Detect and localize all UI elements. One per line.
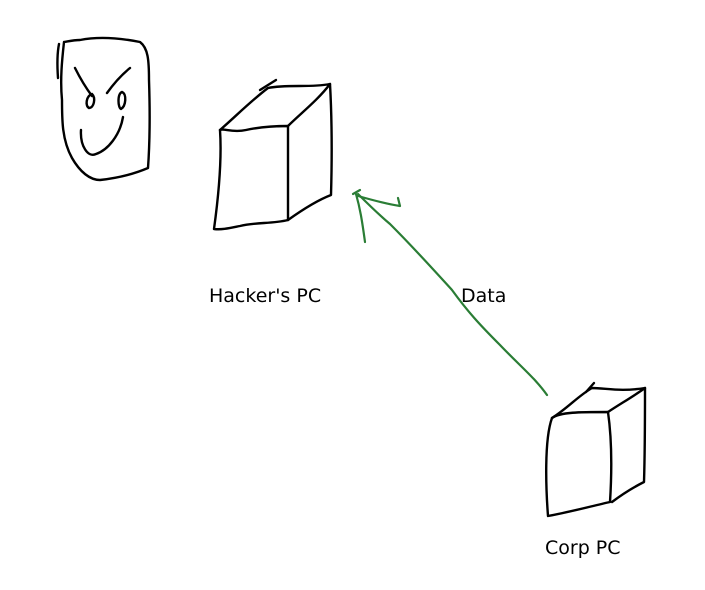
- data-label: Data: [461, 285, 507, 307]
- hacker-pc-icon: [212, 78, 333, 231]
- left-eye: [85, 92, 96, 110]
- face-outline: [59, 36, 151, 182]
- corp-pc-icon: [545, 381, 647, 518]
- data-arrow-head-left: [354, 192, 367, 244]
- face-outline-stroke: [56, 42, 61, 80]
- data-arrow-shaft: [356, 192, 549, 397]
- corp-pc-top: [550, 386, 647, 420]
- evil-face-icon: [56, 36, 151, 182]
- data-arrow-head-tip: [351, 188, 362, 196]
- mouth: [79, 115, 125, 156]
- data-arrow-head-right: [356, 194, 402, 208]
- hacker-pc-label: Hacker's PC: [209, 285, 322, 307]
- right-eyebrow: [105, 66, 132, 95]
- corp-pc-top-tick: [584, 381, 596, 394]
- hacker-pc-top-tick: [258, 78, 278, 92]
- left-eyebrow: [73, 66, 94, 98]
- hacker-pc-side: [286, 82, 333, 222]
- hacker-pc-top: [218, 82, 332, 132]
- right-eye: [117, 90, 127, 111]
- corp-pc-label: Corp PC: [545, 537, 621, 559]
- hacker-pc-front: [212, 124, 290, 231]
- corp-pc-side: [610, 386, 647, 504]
- data-arrow: [351, 188, 549, 397]
- corp-pc-front: [545, 410, 613, 518]
